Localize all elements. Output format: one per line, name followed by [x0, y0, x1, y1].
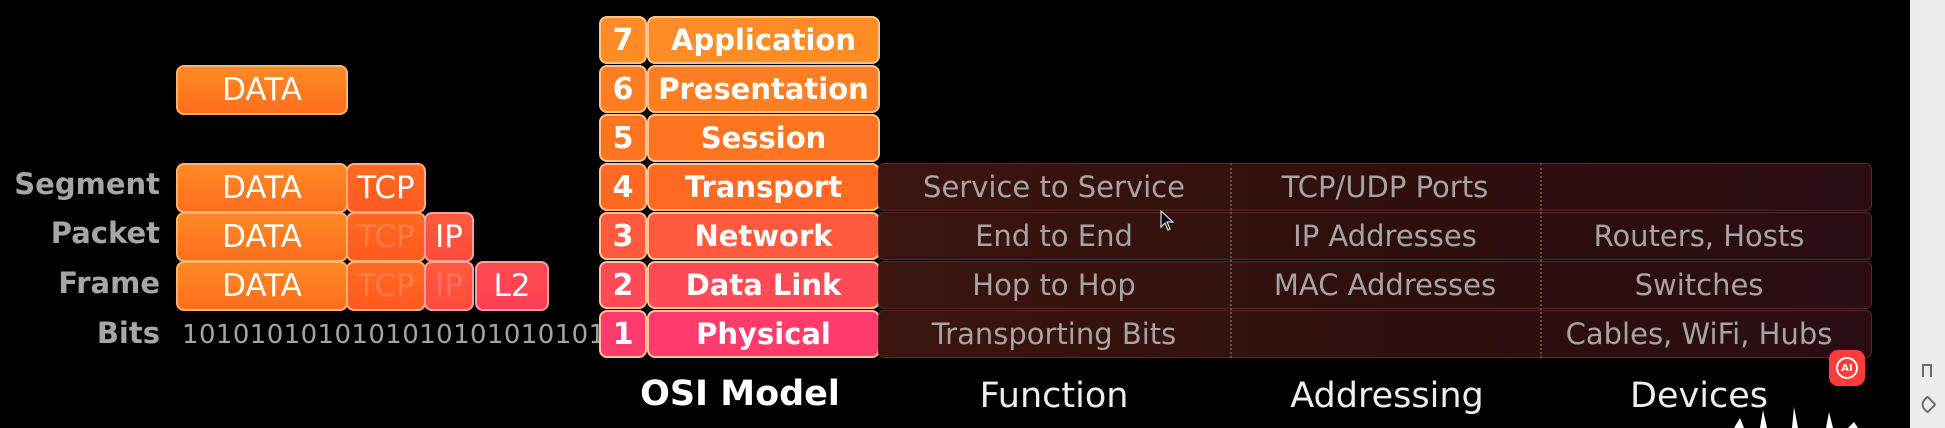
layer-4-number: 4	[599, 163, 647, 211]
bookmark-icon[interactable]	[1922, 364, 1932, 377]
cell-devices: Switches	[1634, 268, 1764, 302]
tag-icon[interactable]	[1918, 395, 1937, 414]
bits-value: 1010101010101010101010101	[182, 320, 606, 350]
layer-7-name: Application	[647, 16, 880, 64]
segment-label: Segment	[14, 167, 160, 201]
packet-ip-block: IP	[424, 212, 474, 262]
data-block-top: DATA	[176, 65, 348, 115]
frame-tcp-block: TCP	[346, 261, 426, 311]
layer-6-name: Presentation	[647, 65, 880, 113]
column-divider	[1540, 163, 1542, 358]
ai-icon: AI	[1836, 357, 1858, 379]
corner-decoration	[1734, 407, 1858, 428]
layer-1-name: Physical	[647, 310, 880, 358]
layer-3-name: Network	[647, 212, 880, 260]
cell-devices: Routers, Hosts	[1593, 219, 1805, 253]
frame-ip-block: IP	[424, 261, 474, 311]
segment-data-block: DATA	[176, 163, 348, 213]
layer-5-number: 5	[599, 114, 647, 162]
column-divider	[1230, 163, 1232, 358]
packet-data-block: DATA	[176, 212, 348, 262]
cell-addressing	[1230, 311, 1540, 357]
layer-7-number: 7	[599, 16, 647, 64]
cell-devices: Cables, WiFi, Hubs	[1565, 317, 1833, 351]
cell-devices	[1540, 164, 1858, 210]
frame-l2-block: L2	[475, 261, 549, 311]
cell-addressing: MAC Addresses	[1273, 268, 1497, 302]
data-label: DATA	[222, 72, 302, 108]
layer-2-name: Data Link	[647, 261, 880, 309]
layer-1-number: 1	[599, 310, 647, 358]
layer-6-number: 6	[599, 65, 647, 113]
frame-label: Frame	[58, 266, 160, 300]
packet-label: Packet	[50, 216, 160, 250]
frame-data-block: DATA	[176, 261, 348, 311]
ai-badge-button[interactable]: AI	[1829, 350, 1865, 386]
layer-2-number: 2	[599, 261, 647, 309]
cell-function: Service to Service	[923, 170, 1185, 204]
table-row	[878, 163, 1872, 211]
cell-addressing: TCP/UDP Ports	[1281, 170, 1489, 204]
right-sidebar	[1910, 0, 1945, 428]
cell-function: Transporting Bits	[931, 317, 1177, 351]
table-row	[878, 310, 1872, 358]
cell-function: End to End	[975, 219, 1133, 253]
cell-function: Hop to Hop	[972, 268, 1136, 302]
layer-5-name: Session	[647, 114, 880, 162]
layer-3-number: 3	[599, 212, 647, 260]
layer-4-name: Transport	[647, 163, 880, 211]
addressing-header: Addressing	[1290, 376, 1484, 416]
function-header: Function	[979, 376, 1129, 416]
devices-header: Devices	[1630, 376, 1768, 416]
packet-tcp-block: TCP	[346, 212, 426, 262]
table-row	[878, 261, 1872, 309]
mouse-cursor-icon	[1160, 210, 1175, 231]
osi-model-title: OSI Model	[640, 374, 840, 414]
segment-tcp-block: TCP	[346, 163, 426, 213]
table-row	[878, 212, 1872, 260]
bits-label: Bits	[96, 316, 160, 350]
cell-addressing: IP Addresses	[1293, 219, 1477, 253]
